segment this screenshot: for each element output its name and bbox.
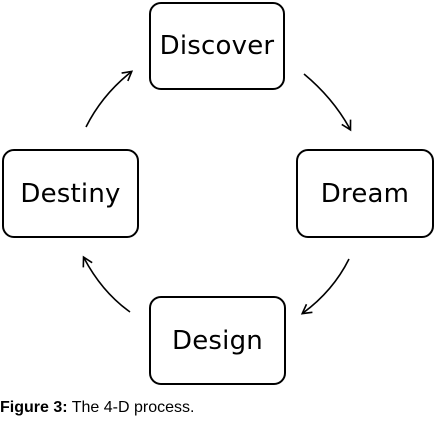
figure-caption: Figure 3: The 4-D process. [0,399,194,417]
arrow-design-to-destiny [82,255,131,313]
cycle-diagram: Discover Dream Design Destiny [2,2,434,385]
node-discover: Discover [149,2,285,90]
node-design-label: Design [172,325,263,356]
cycle-arrows [82,70,352,315]
node-dream: Dream [296,149,434,238]
node-destiny-label: Destiny [20,178,121,209]
arrow-dream-to-design [300,258,350,315]
node-destiny: Destiny [2,149,139,238]
arrow-discover-to-dream [303,73,352,132]
arrow-destiny-to-discover [85,70,134,128]
figure-caption-text: The 4-D process. [71,399,195,416]
node-design: Design [149,296,286,385]
node-dream-label: Dream [320,178,410,209]
node-discover-label: Discover [159,31,275,61]
figure-caption-label: Figure 3: [0,399,68,416]
